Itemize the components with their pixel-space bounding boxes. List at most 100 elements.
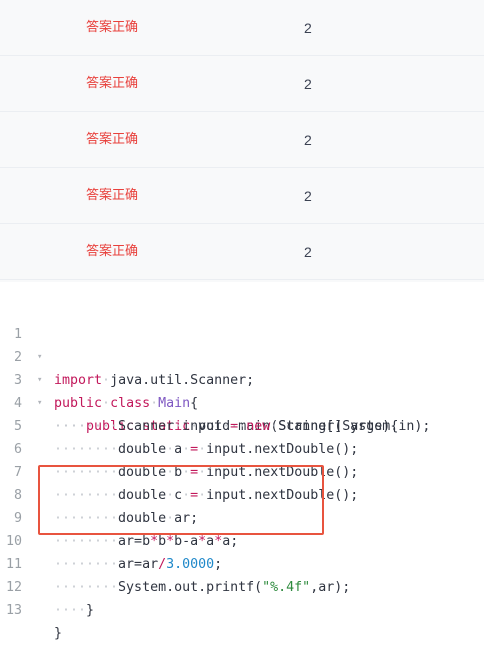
code-token: ar; (174, 511, 199, 526)
code-text: ········double·ar; (54, 511, 199, 526)
line-number: 12 (5, 580, 22, 595)
line-number: 11 (5, 557, 22, 572)
code-token-string: "%.4f" (262, 580, 311, 595)
code-token-operator: / (158, 557, 167, 572)
code-token-operator: = (190, 488, 199, 503)
code-line: 7 ········double·c·=·input.nextDouble(); (0, 438, 484, 503)
code-line: 5 ········double·a·=·input.nextDouble(); (0, 392, 484, 457)
code-text: ········Scanner·input·=·new·Scanner(Syst… (54, 419, 431, 434)
code-text: ········System.out.printf("%.4f",ar); (54, 580, 351, 595)
code-token: System.out.printf( (118, 580, 263, 595)
result-score: 2 (304, 243, 312, 260)
line-number: 9 (13, 511, 22, 526)
line-number: 7 (13, 465, 22, 480)
code-token-keyword: public (54, 396, 103, 411)
code-token: { (190, 396, 199, 411)
result-score: 2 (304, 75, 312, 92)
code-token: ar=ar (118, 557, 159, 572)
code-line: 9 ········ar=b*b*b-a*a*a; (0, 484, 484, 549)
code-token: input.nextDouble(); (206, 442, 359, 457)
code-token: a (174, 442, 183, 457)
code-text: ····public·static·void·main(String[]·arg… (54, 419, 399, 434)
code-token-operator: * (214, 534, 223, 549)
code-line: 2 ▾ public·class·Main{ (0, 323, 484, 411)
code-line: 13 } (0, 576, 484, 641)
code-token-operator: = (230, 419, 239, 434)
code-line: 11 ········System.out.printf("%.4f",ar); (0, 530, 484, 595)
result-status: 答案正确 (86, 19, 139, 35)
code-text: ········ar=b*b*b-a*a*a; (54, 534, 239, 549)
code-token: args){ (350, 419, 399, 434)
code-token-keyword: static (142, 419, 191, 434)
result-score: 2 (304, 19, 312, 36)
code-token: ar=b (118, 534, 151, 549)
fold-chevron-icon[interactable]: ▾ (37, 375, 43, 385)
code-token: } (54, 626, 63, 641)
test-results-list: 答案正确 2 答案正确 2 答案正确 2 答案正确 2 答案正确 2 (0, 0, 484, 282)
code-token: double (118, 511, 167, 526)
result-row: 答案正确 2 (0, 224, 484, 280)
line-number: 3 (13, 373, 22, 388)
code-token: double (118, 442, 167, 457)
result-score: 2 (304, 187, 312, 204)
code-token: } (86, 603, 95, 618)
result-row: 答案正确 2 (0, 168, 484, 224)
code-token-operator: * (150, 534, 159, 549)
code-token: main(String[] (238, 419, 343, 434)
result-score: 2 (304, 131, 312, 148)
code-token-operator: * (166, 534, 175, 549)
line-number: 5 (13, 419, 22, 434)
code-token: a (206, 534, 215, 549)
code-token: ; (214, 557, 223, 572)
code-text: ····} (54, 603, 95, 618)
line-number: 6 (13, 442, 22, 457)
result-status: 答案正确 (86, 131, 139, 147)
code-line: 3 ▾ ····public·static·void·main(String[]… (0, 346, 484, 434)
fold-chevron-icon[interactable]: ▾ (37, 398, 43, 408)
code-text: public·class·Main{ (54, 396, 199, 411)
line-number: 10 (5, 534, 22, 549)
code-text: ········double·a·=·input.nextDouble(); (54, 442, 359, 457)
result-row: 答案正确 2 (0, 0, 484, 56)
code-token-class: Main (158, 396, 191, 411)
line-number: 8 (13, 488, 22, 503)
code-token: double (118, 465, 167, 480)
line-number: 13 (5, 603, 22, 618)
result-status: 答案正确 (86, 75, 139, 91)
code-text: ········double·c·=·input.nextDouble(); (54, 488, 359, 503)
code-token: void (198, 419, 231, 434)
code-token-keyword: new (246, 419, 271, 434)
code-line: 8 ········double·ar; (0, 461, 484, 526)
code-token: input.nextDouble(); (206, 488, 359, 503)
code-token: double (118, 488, 167, 503)
code-token: b (174, 465, 183, 480)
code-token: b (158, 534, 167, 549)
result-row: 答案正确 2 (0, 56, 484, 112)
line-number: 1 (13, 327, 22, 342)
code-line: 12 ····} (0, 553, 484, 618)
code-text: import·java.util.Scanner; (54, 373, 255, 388)
line-number: 4 (13, 396, 22, 411)
code-token-operator: = (190, 442, 199, 457)
code-line: 4 ········Scanner·input·=·new·Scanner(Sy… (0, 369, 484, 434)
code-line: 1 ▾ import·java.util.Scanner; (0, 300, 484, 388)
code-token: a; (222, 534, 239, 549)
code-token-operator: = (190, 465, 199, 480)
fold-chevron-icon[interactable]: ▾ (37, 352, 43, 362)
code-editor[interactable]: 1 ▾ import·java.util.Scanner; 2 ▾ public… (0, 294, 484, 641)
code-token: java.util.Scanner; (110, 373, 255, 388)
line-number: 2 (13, 350, 22, 365)
code-token: b-a (174, 534, 199, 549)
code-token-number: 3.0000 (166, 557, 215, 572)
code-token: Scanner(System.in); (278, 419, 431, 434)
code-token: Scanner (118, 419, 175, 434)
code-token: input.nextDouble(); (206, 465, 359, 480)
code-token: ,ar); (310, 580, 351, 595)
code-text: ········ar=ar/3.0000; (54, 557, 223, 572)
code-token-keyword: public (86, 419, 135, 434)
code-token-keyword: class (110, 396, 151, 411)
code-token-keyword: import (54, 373, 103, 388)
result-status: 答案正确 (86, 243, 139, 259)
code-token: c (174, 488, 183, 503)
code-token-operator: * (198, 534, 207, 549)
